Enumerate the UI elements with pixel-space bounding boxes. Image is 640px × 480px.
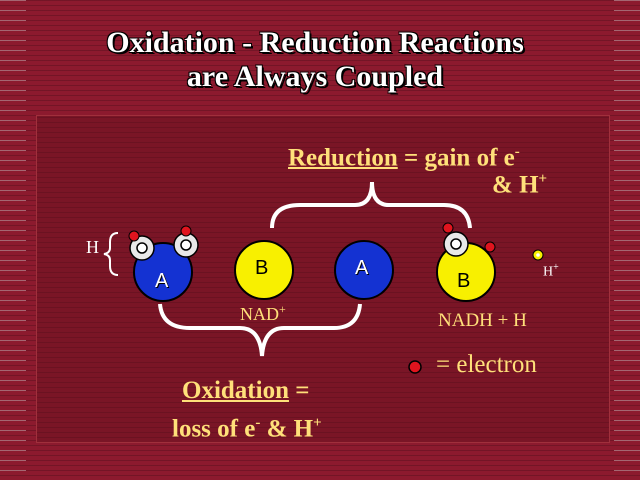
reduction-term: Reduction (288, 144, 398, 172)
oxidation-sup: - (255, 415, 261, 431)
nad-text: NAD (240, 304, 279, 324)
reduction-line2-sup: + (538, 171, 548, 187)
hydrogen-label: H (86, 237, 99, 257)
electron (180, 225, 192, 237)
nad-sup: + (279, 302, 286, 316)
hydrogen-nucleus (450, 238, 462, 250)
oxidation-definition: Oxidation = (182, 377, 309, 405)
molecule-a-label: A (355, 257, 369, 279)
electron (484, 241, 496, 253)
hydrogen-nucleus (136, 242, 148, 254)
reduction-sup: - (514, 144, 520, 160)
h-plus-text: H (543, 264, 554, 280)
slide-title: Oxidation - Reduction Reactions are Alwa… (0, 26, 630, 94)
reduction-definition: Reduction = gain of e- (288, 138, 520, 172)
molecule-b-label: B (255, 257, 269, 279)
molecule-a-oxidized (334, 240, 394, 300)
hydrogen-brace (103, 232, 119, 276)
oxidation-line2-sup: + (313, 415, 322, 431)
reduction-brace (270, 181, 472, 229)
h-plus-label: H+ (543, 262, 559, 281)
legend-electron-text: = electron (436, 351, 537, 378)
molecule-b-oxidized (234, 240, 294, 300)
diagram-panel (36, 115, 610, 443)
title-line-2: are Always Coupled (186, 60, 444, 93)
electron (128, 230, 140, 242)
left-edge-ticks (0, 0, 26, 480)
nad-label: NAD+ (240, 302, 286, 325)
h-plus-sup: + (553, 262, 559, 273)
right-edge-ticks (614, 0, 640, 480)
molecule-b-label: B (457, 270, 471, 292)
oxidation-brace (158, 303, 362, 357)
reduction-line2-text: & H (492, 171, 539, 199)
free-proton-core (536, 253, 540, 257)
nadh-label: NADH + H (438, 310, 527, 331)
reduction-definition-line-2: & H+ (492, 165, 547, 199)
oxidation-line2-text: loss of e (172, 415, 256, 443)
oxidation-line2-mid: & H (260, 415, 314, 443)
electron (442, 222, 454, 234)
reduction-definition-text: = gain of e (403, 144, 515, 172)
hydrogen-nucleus (180, 239, 192, 251)
oxidation-definition-line-2: loss of e- & H+ (172, 409, 322, 443)
oxidation-term: Oxidation (182, 377, 289, 404)
oxidation-eq: = (295, 377, 310, 404)
legend-electron-icon (408, 360, 422, 374)
molecule-a-label: A (155, 270, 169, 292)
title-line-1: Oxidation - Reduction Reactions (106, 26, 524, 59)
